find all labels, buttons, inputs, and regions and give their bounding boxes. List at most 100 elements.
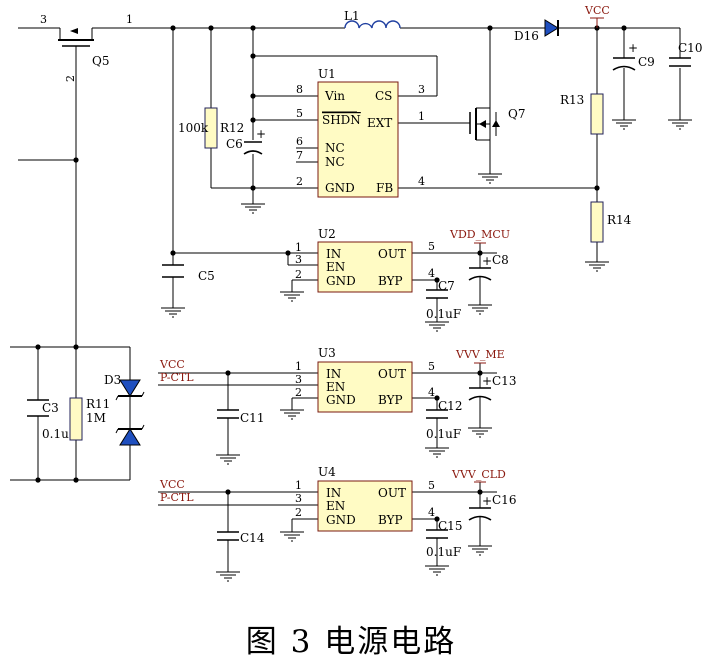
svg-text:+: + <box>628 41 638 55</box>
net-u4-vcc: VCC <box>159 478 185 491</box>
c11-label: C11 <box>240 411 264 425</box>
u1-pin-shdn: SHDN <box>322 113 361 127</box>
u1-pin-7-num: 7 <box>296 149 303 162</box>
resistor-r13: R13 <box>560 93 604 135</box>
net-vcc-top: VCC <box>584 4 610 17</box>
u3-pin-gnd-num: 2 <box>295 386 302 399</box>
q5-pin-left: 3 <box>40 13 47 26</box>
q5-pin-bottom: 2 <box>64 75 77 82</box>
ground-icon <box>668 119 692 130</box>
r13-label: R13 <box>560 93 584 107</box>
u2-pin-out: OUT <box>378 247 406 261</box>
svg-text:+: + <box>482 254 492 268</box>
capacitor-c9: + C9 <box>612 41 655 71</box>
ground-icon <box>612 119 636 130</box>
u1-pin-6-num: 6 <box>296 135 303 148</box>
u2-pin-in: IN <box>326 247 341 261</box>
figure-caption: 图 3 电源电路 <box>245 624 457 660</box>
capacitor-c15: C15 0.1uF <box>426 519 462 559</box>
mosfet-q5: 3 1 2 Q5 <box>40 13 133 82</box>
u2-pin-en-num: 3 <box>295 253 302 266</box>
resistor-r11: R11 1M <box>69 397 110 441</box>
d16-label: D16 <box>514 29 539 43</box>
capacitor-c12: C12 0.1uF <box>426 399 462 441</box>
resistor-r14: R14 <box>590 201 632 243</box>
r11-label: R11 <box>86 397 110 411</box>
ground-icon <box>425 565 449 576</box>
mosfet-q7: Q7 <box>469 107 525 141</box>
capacitor-c6: + C6 <box>226 127 266 155</box>
net-u4-pctl: P-CTL <box>160 491 194 504</box>
capacitor-c5: C5 <box>162 264 215 283</box>
c16-label: C16 <box>492 493 516 507</box>
regulator-u2: U2 1 3 2 IN EN GND OUT BYP 5 4 <box>295 227 435 293</box>
c13-label: C13 <box>492 374 516 388</box>
c7-value: 0.1uF <box>426 307 461 321</box>
c6-label: C6 <box>226 137 243 151</box>
c9-label: C9 <box>638 55 655 69</box>
ground-icon <box>478 173 502 184</box>
u1-pin-ext: EXT <box>367 116 392 130</box>
svg-text:+: + <box>256 127 266 141</box>
u4-pin-en: EN <box>326 499 345 513</box>
c3-value: 0.1uF <box>42 427 77 441</box>
ground-icon <box>468 427 492 438</box>
c12-label: C12 <box>438 399 462 413</box>
u1-label: U1 <box>318 67 336 81</box>
u3-pin-out-num: 5 <box>428 360 435 373</box>
junction-dots <box>35 25 627 522</box>
ground-icon <box>241 203 265 214</box>
u3-pin-gnd: GND <box>326 393 356 407</box>
u4-pin-out: OUT <box>378 486 406 500</box>
svg-text:+: + <box>482 494 492 508</box>
ground-icon <box>585 261 609 272</box>
d3-label: D3 <box>104 373 121 387</box>
u3-pin-byp: BYP <box>378 393 403 407</box>
ground-icon <box>280 531 304 542</box>
ground-icon <box>216 571 240 582</box>
c3-label: C3 <box>42 401 59 415</box>
u4-pin-byp-num: 4 <box>428 506 435 519</box>
capacitor-c13: + C13 <box>468 374 516 401</box>
capacitor-c8: + C8 <box>468 253 509 281</box>
u2-pin-en: EN <box>326 260 345 274</box>
regulator-u3: U3 1 3 2 IN EN GND OUT BYP 5 4 <box>295 346 435 413</box>
resistor-r12: 100k R12 <box>178 107 244 149</box>
r12-value: 100k <box>178 121 209 135</box>
u1-pin-fb: FB <box>376 181 393 195</box>
c14-label: C14 <box>240 531 265 545</box>
c12-value: 0.1uF <box>426 427 461 441</box>
q5-label: Q5 <box>92 54 109 68</box>
inductor-l1: L1 <box>344 9 401 29</box>
capacitor-c7: C7 0.1uF <box>426 279 461 321</box>
u2-pin-in-num: 1 <box>295 241 302 254</box>
u4-pin-byp: BYP <box>378 513 403 527</box>
capacitor-c11: C11 <box>217 409 264 425</box>
c15-value: 0.1uF <box>426 545 461 559</box>
u2-pin-byp: BYP <box>378 274 403 288</box>
u1-pin-cs: CS <box>375 89 392 103</box>
q7-label: Q7 <box>508 107 525 121</box>
u4-pin-in: IN <box>326 486 341 500</box>
ground-icon <box>161 307 185 318</box>
ground-icon <box>425 447 449 458</box>
diode-d16: D16 <box>514 19 559 43</box>
u3-label: U3 <box>318 346 336 360</box>
u4-label: U4 <box>318 465 336 479</box>
u2-pin-byp-num: 4 <box>428 267 435 280</box>
r14-label: R14 <box>607 213 632 227</box>
chip-u1: U1 8 Vin 5 SHDN 6 NC 7 NC 2 GND 3 CS 1 E… <box>296 67 425 198</box>
u2-pin-out-num: 5 <box>428 240 435 253</box>
ground-icon <box>468 304 492 315</box>
u3-pin-byp-num: 4 <box>428 386 435 399</box>
u4-pin-gnd-num: 2 <box>295 506 302 519</box>
net-vdd-mcu: VDD_MCU <box>449 228 510 241</box>
u1-pin-gnd: GND <box>325 181 355 195</box>
u4-pin-gnd: GND <box>326 513 356 527</box>
c10-label: C10 <box>678 41 702 55</box>
svg-text:+: + <box>482 374 492 388</box>
u3-pin-en-num: 3 <box>295 373 302 386</box>
wires <box>10 27 681 572</box>
capacitor-c3: C3 0.1uF <box>27 399 77 441</box>
u4-pin-out-num: 5 <box>428 479 435 492</box>
